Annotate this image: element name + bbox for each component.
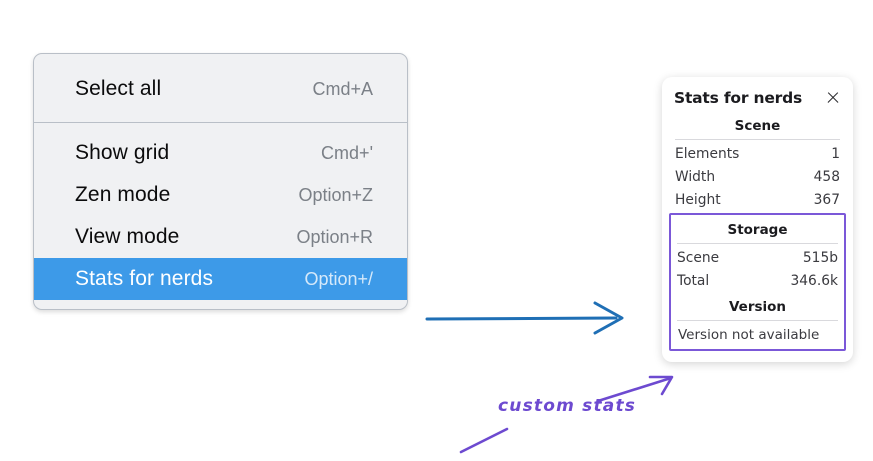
section-divider bbox=[677, 243, 838, 244]
menu-separator bbox=[34, 122, 407, 123]
stats-for-nerds-panel: Stats for nerds Scene Elements 1 Width 4… bbox=[662, 77, 853, 362]
menu-item-label: Zen mode bbox=[75, 183, 171, 206]
context-menu: Select all Cmd+A Show grid Cmd+' Zen mod… bbox=[33, 53, 408, 310]
close-icon[interactable] bbox=[825, 90, 841, 106]
section-divider bbox=[677, 320, 838, 321]
version-section-heading: Version bbox=[728, 299, 787, 315]
stat-row-storage-total: Total 346.6k bbox=[675, 269, 840, 292]
stat-label: Height bbox=[675, 191, 721, 208]
menu-item-shortcut: Cmd+' bbox=[321, 142, 373, 163]
stat-value: 346.6k bbox=[790, 272, 839, 289]
menu-item-label: Stats for nerds bbox=[75, 267, 214, 290]
stat-row-height: Height 367 bbox=[673, 188, 842, 211]
menu-item-select-all[interactable]: Select all Cmd+A bbox=[34, 68, 407, 110]
stat-row-width: Width 458 bbox=[673, 165, 842, 188]
stats-panel-titlebar: Stats for nerds bbox=[673, 87, 842, 111]
version-not-available-text: Version not available bbox=[678, 327, 820, 343]
stat-value: 458 bbox=[813, 168, 840, 185]
blue-arrow-annotation bbox=[425, 301, 624, 335]
menu-item-label: Show grid bbox=[75, 141, 170, 164]
stat-row-storage-scene: Scene 515b bbox=[675, 246, 840, 269]
stat-label: Width bbox=[675, 168, 716, 185]
menu-item-shortcut: Option+R bbox=[296, 226, 373, 247]
scene-section-heading: Scene bbox=[734, 118, 781, 134]
purple-underline-stroke bbox=[459, 427, 509, 454]
menu-group-2: Show grid Cmd+' Zen mode Option+Z View m… bbox=[34, 123, 407, 309]
menu-item-stats-for-nerds[interactable]: Stats for nerds Option+/ bbox=[34, 258, 407, 300]
stat-label: Elements bbox=[675, 145, 740, 162]
section-divider bbox=[675, 139, 840, 140]
stat-value: 367 bbox=[813, 191, 840, 208]
menu-item-zen-mode[interactable]: Zen mode Option+Z bbox=[34, 174, 407, 216]
menu-item-show-grid[interactable]: Show grid Cmd+' bbox=[34, 132, 407, 174]
menu-group-1: Select all Cmd+A bbox=[34, 54, 407, 122]
menu-item-view-mode[interactable]: View mode Option+R bbox=[34, 216, 407, 258]
stats-panel-title: Stats for nerds bbox=[674, 89, 803, 107]
menu-item-label: View mode bbox=[75, 225, 180, 248]
custom-stats-highlight-box: Storage Scene 515b Total 346.6k Version … bbox=[669, 213, 846, 351]
menu-item-label: Select all bbox=[75, 77, 162, 100]
custom-stats-caption: custom stats bbox=[498, 396, 637, 416]
stat-row-elements: Elements 1 bbox=[673, 142, 842, 165]
stat-label: Total bbox=[677, 272, 710, 289]
storage-section-heading: Storage bbox=[727, 222, 788, 238]
menu-item-shortcut: Cmd+A bbox=[312, 78, 373, 99]
menu-item-shortcut: Option+/ bbox=[304, 268, 373, 289]
stat-value: 1 bbox=[831, 145, 840, 162]
stat-value: 515b bbox=[802, 249, 838, 266]
menu-item-shortcut: Option+Z bbox=[298, 184, 373, 205]
stat-label: Scene bbox=[677, 249, 720, 266]
